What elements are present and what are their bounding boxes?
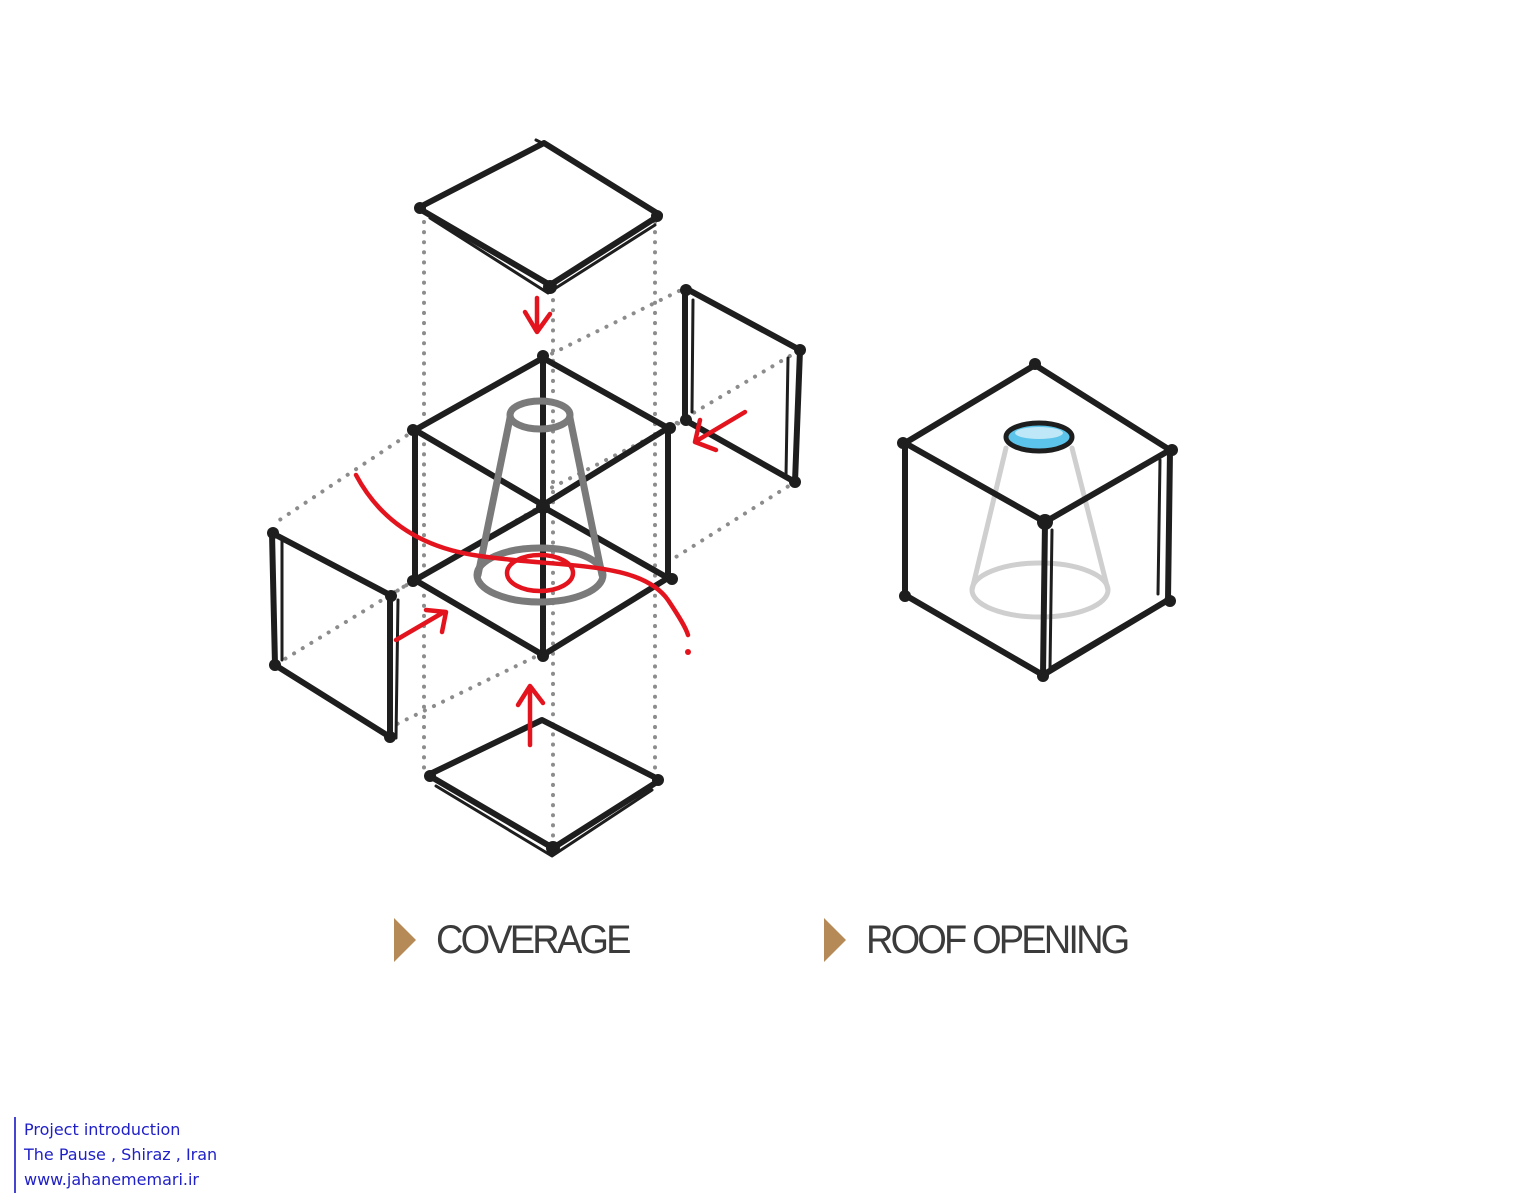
project-credits: Project introduction The Pause , Shiraz … xyxy=(14,1117,217,1193)
credit-line-title: Project introduction xyxy=(24,1120,181,1139)
coverage-exploded-diagram xyxy=(267,138,806,858)
central-cube-frame xyxy=(407,350,678,662)
movement-arrows xyxy=(353,295,748,748)
credit-line-website: www.jahanememari.ir xyxy=(24,1170,200,1189)
roof-cube-frame xyxy=(897,358,1178,682)
roof-light-cone xyxy=(969,445,1111,620)
bottom-plate xyxy=(424,717,664,858)
roof-opening-label-text: ROOF OPENING xyxy=(866,917,1130,962)
left-wall-panel xyxy=(267,527,400,743)
right-wall-panel xyxy=(680,284,806,488)
credit-line-project: The Pause , Shiraz , Iran xyxy=(24,1145,218,1164)
roof-opening-diagram xyxy=(897,358,1178,682)
coverage-label: COVERAGE xyxy=(394,915,639,965)
roof-opening-label: ROOF OPENING xyxy=(824,915,1141,965)
top-plate xyxy=(414,138,663,295)
coverage-label-text: COVERAGE xyxy=(436,917,631,962)
light-cone xyxy=(473,397,607,606)
coverage-marker-icon xyxy=(394,918,416,962)
roof-opening-marker-icon xyxy=(824,918,846,962)
